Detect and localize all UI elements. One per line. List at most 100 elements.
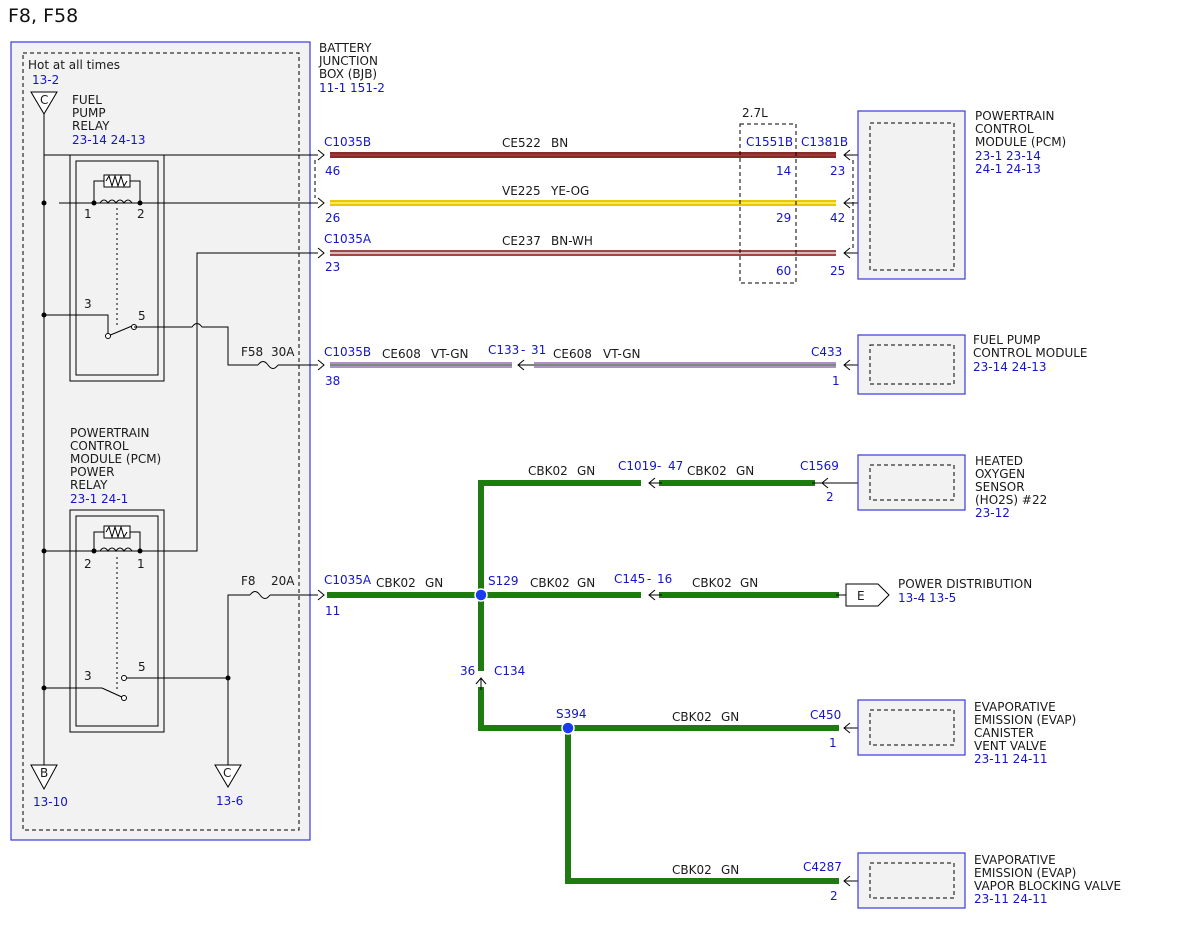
w4-end-conn: C433 — [811, 345, 842, 359]
bjb-name-line-3: BOX (BJB) — [319, 67, 377, 81]
w3-color: BN-WH — [551, 234, 593, 248]
fuse-f58-label: F58 — [241, 345, 263, 359]
relay2-switch-arm — [101, 687, 125, 699]
fuel-pump-relay-inner — [75, 160, 159, 376]
ho2s-module-inner — [869, 464, 955, 501]
splice-s394 — [561, 721, 575, 735]
wire-f8-feed — [227, 594, 250, 765]
fpcm-label-1: FUEL PUMP — [973, 333, 1040, 347]
ho2s-module — [857, 454, 966, 511]
relay1-coil-zigzag — [105, 174, 128, 188]
fuel-pump-relay-label-1: FUEL — [72, 93, 102, 107]
bjb-name-line-2: JUNCTION — [318, 54, 378, 68]
fpcm-module-inner — [869, 344, 955, 385]
w6-mid-pin: 16 — [657, 572, 672, 586]
pcm-relay-label-5: RELAY — [70, 478, 108, 492]
w6-circuit2: CBK02 — [530, 576, 570, 590]
w5-mid-pin: 47 — [668, 459, 683, 473]
w7-pin: 36 — [460, 664, 475, 678]
bus-dot-2 — [41, 312, 47, 318]
w8-circuit: CBK02 — [672, 710, 712, 724]
w3-circuit: CE237 — [502, 234, 541, 248]
fuel-pump-relay-label-2: PUMP — [72, 106, 106, 120]
ho2s-refs: 23-12 — [975, 506, 1010, 520]
w1-conn: C1035B — [324, 135, 371, 149]
w3-pin3: 25 — [830, 264, 845, 278]
connector-c-top-letter: C — [40, 93, 48, 107]
w6-pin: 11 — [325, 604, 340, 618]
ground-c-icon — [214, 764, 242, 788]
relay2-coil-wire — [93, 531, 104, 551]
hot-at-all-times-label: Hot at all times — [28, 58, 120, 72]
w5-circuit2: CBK02 — [687, 464, 727, 478]
fpcm-refs: 23-14 24-13 — [973, 360, 1047, 374]
w9-color: GN — [721, 863, 739, 877]
pcm-refs-1: 23-1 23-14 — [975, 149, 1041, 163]
relay2-contact — [121, 675, 127, 681]
w1-pin: 46 — [325, 164, 340, 178]
evap-vent-module — [857, 699, 966, 756]
evap-block-module — [857, 852, 966, 909]
w1-pin3: 23 — [830, 164, 845, 178]
ground-c-ref: 13-6 — [216, 794, 243, 808]
pcm-label-2: CONTROL — [975, 122, 1034, 136]
relay2-pin2: 2 — [84, 557, 92, 571]
variant-label: 2.7L — [742, 106, 768, 120]
w1-pin2: 14 — [776, 164, 791, 178]
relay1-coil-wire-2 — [130, 180, 141, 203]
evap-vent-label-4: VENT VALVE — [974, 739, 1047, 753]
w2-pin3: 42 — [830, 211, 845, 225]
fpcm-label-2: CONTROL MODULE — [973, 346, 1088, 360]
w9-end-conn: C4287 — [803, 860, 842, 874]
connector-c-top-icon — [30, 91, 58, 115]
power-distribution-letter: E — [857, 589, 865, 603]
w6-color2: GN — [577, 576, 595, 590]
w4-color2: VT-GN — [603, 347, 640, 361]
pcm-relay-label-4: POWER — [70, 465, 114, 479]
splice-s129 — [474, 588, 488, 602]
f8-junction-dot — [225, 675, 231, 681]
ho2s-label-4: (HO2S) #22 — [975, 493, 1047, 507]
bjb-refs: 11-1 151-2 — [319, 81, 385, 95]
w6-color3: GN — [740, 576, 758, 590]
w1-circuit: CE522 — [502, 136, 541, 150]
hot-ref: 13-2 — [32, 73, 59, 87]
fuse-f58-icon — [257, 361, 279, 369]
evap-vent-label-2: EMISSION (EVAP) — [974, 713, 1076, 727]
ground-c-letter: C — [223, 766, 231, 780]
bjb-connector-arrows — [317, 149, 325, 601]
w3-pin2: 60 — [776, 264, 791, 278]
w1-color: BN — [551, 136, 568, 150]
evap-vent-refs: 23-11 24-11 — [974, 752, 1048, 766]
fuel-pump-relay-label-3: RELAY — [72, 119, 110, 133]
ground-b-icon — [30, 764, 58, 791]
w2-pin: 26 — [325, 211, 340, 225]
relay2-coil-wire-2 — [130, 531, 141, 551]
ho2s-label-1: HEATED — [975, 454, 1023, 468]
bjb-inner-dashed — [22, 52, 300, 831]
pcm-refs-2: 24-1 24-13 — [975, 162, 1041, 176]
evap-vent-module-inner — [869, 709, 955, 746]
w6-circuit: CBK02 — [376, 576, 416, 590]
w4-circuit2: CE608 — [553, 347, 592, 361]
w2-circuit: VE225 — [502, 184, 541, 198]
relay2-pin3: 3 — [84, 669, 92, 683]
evap-block-module-inner — [869, 862, 955, 899]
ground-b-letter: B — [40, 766, 48, 780]
w6-circuit3: CBK02 — [692, 576, 732, 590]
w1-conn3: C1381B — [801, 135, 848, 149]
relay2-pin1: 1 — [137, 557, 145, 571]
fuse-f8-icon — [249, 591, 271, 599]
relay1-pin3: 3 — [84, 297, 92, 311]
w6-color: GN — [425, 576, 443, 590]
relay1-pin3-wire — [44, 314, 109, 335]
evap-block-label-2: EMISSION (EVAP) — [974, 866, 1076, 880]
relay1-coil-wire — [93, 180, 104, 203]
w4-conn: C1035B — [324, 345, 371, 359]
evap-vent-label-1: EVAPORATIVE — [974, 700, 1056, 714]
w4-end-pin: 1 — [832, 374, 840, 388]
fpcm-module — [857, 334, 966, 395]
wire-relay2-pin1-to-pcm — [140, 252, 318, 552]
pcm-relay-refs: 23-1 24-1 — [70, 492, 128, 506]
